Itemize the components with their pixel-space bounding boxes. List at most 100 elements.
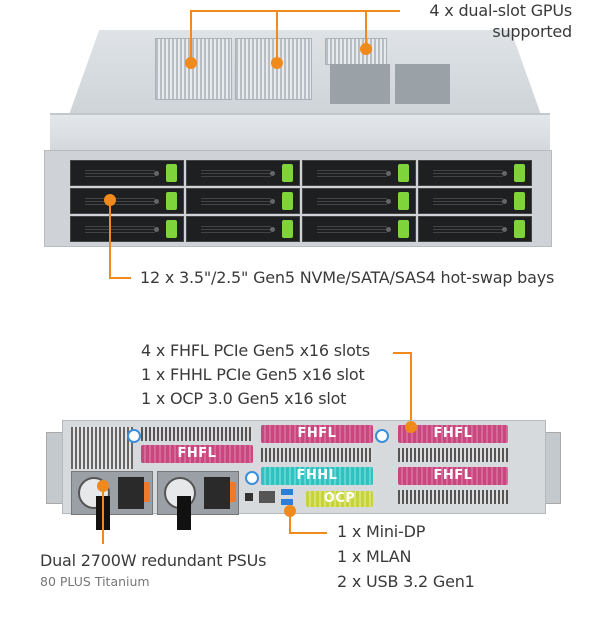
gpu-callout-leader-3 [365,10,367,48]
psu-1 [71,471,153,515]
power-socket [118,477,144,509]
drive-bay[interactable] [70,188,184,214]
io-callout-leader [289,510,291,534]
drive-latch[interactable] [282,220,293,238]
io-callout-line-1: 1 x Mini-DP [337,522,426,541]
gpu-callout-leader-2 [276,10,278,62]
drive-latch[interactable] [398,192,409,210]
io-callout-line-2: 1 x MLAN [337,547,412,566]
drive-vent [317,196,387,207]
gpu-callout-dot-2 [271,57,283,69]
drive-vent [85,168,155,179]
gpu-callout-text-2: supported [492,22,572,41]
io-callout-dot [284,505,296,517]
drive-bay[interactable] [302,160,416,186]
blank-slot-cover [261,448,373,462]
drive-screw-icon [270,171,275,176]
blank-slot-cover [398,448,508,462]
drive-bay[interactable] [186,188,300,214]
slots-callout-line-1: 4 x FHFL PCIe Gen5 x16 slots [141,341,370,360]
slot-fhfl-right-bottom: FHFL [398,467,508,485]
server-rear-chassis: FHFL FHFL FHHL FHFL FHFL OCP [62,420,546,515]
mlan-port [259,491,275,503]
drive-latch[interactable] [166,220,177,238]
drive-latch[interactable] [166,164,177,182]
io-callout-line [289,532,327,534]
drive-screw-icon [386,227,391,232]
thumbscrew-icon [127,429,141,443]
drive-callout-line [109,277,131,279]
gpu-callout-line [190,10,400,12]
psu-release-latch [230,482,236,502]
drive-latch[interactable] [166,192,177,210]
gpu-callout-text-1: 4 x dual-slot GPUs [429,1,572,20]
drive-screw-icon [154,199,159,204]
io-callout-line-3: 2 x USB 3.2 Gen1 [337,572,475,591]
drive-vent [201,168,271,179]
slots-callout-leader [410,352,412,426]
slot-fhfl-right-top: FHFL [398,425,508,443]
drive-vent [433,224,503,235]
rear-vent-grille [71,427,133,469]
drive-screw-icon [386,199,391,204]
drive-vent [433,196,503,207]
drive-latch[interactable] [514,164,525,182]
gpu-callout-dot-3 [360,43,372,55]
drive-screw-icon [502,171,507,176]
drive-latch[interactable] [514,192,525,210]
drive-bay[interactable] [186,160,300,186]
slot-fhfl-center: FHFL [261,425,373,443]
drive-bay[interactable] [70,216,184,242]
blank-slot-cover [141,427,253,441]
psu-2 [157,471,239,515]
slots-callout-line-3: 1 x OCP 3.0 Gen5 x16 slot [141,389,347,408]
slot-fhhl-center: FHHL [261,467,373,485]
drive-callout-text: 12 x 3.5"/2.5" Gen5 NVMe/SATA/SAS4 hot-s… [140,268,555,287]
thumbscrew-icon [245,471,259,485]
drive-vent [317,224,387,235]
drive-bay[interactable] [70,160,184,186]
drive-vent [85,196,155,207]
drive-screw-icon [502,227,507,232]
slot-fhfl-left: FHFL [141,445,253,463]
drive-bay[interactable] [418,216,532,242]
drive-bay[interactable] [302,188,416,214]
drive-vent [85,224,155,235]
slots-callout-dot [405,421,417,433]
chassis-lid [50,113,550,153]
drive-latch[interactable] [398,164,409,182]
drive-bay[interactable] [418,188,532,214]
slots-callout-line-2: 1 x FHHL PCIe Gen5 x16 slot [141,365,365,384]
drive-bay[interactable] [418,160,532,186]
usb-port-2 [281,499,293,505]
gpu-riser-right [325,38,387,65]
drive-latch[interactable] [282,192,293,210]
slot-ocp: OCP [306,491,373,507]
mini-dp-port [245,493,253,501]
fan-module-2 [395,64,450,104]
drive-bay[interactable] [186,216,300,242]
power-socket [204,477,230,509]
drive-latch[interactable] [398,220,409,238]
drive-screw-icon [386,171,391,176]
drive-screw-icon [154,227,159,232]
thumbscrew-icon [375,429,389,443]
drive-vent [201,196,271,207]
usb-port-1 [281,489,293,495]
drive-bay[interactable] [302,216,416,242]
drive-vent [317,168,387,179]
drive-screw-icon [270,227,275,232]
slots-callout-line [393,352,412,354]
drive-latch[interactable] [282,164,293,182]
gpu-callout-leader-1 [190,10,192,62]
gpu-riser-left [155,38,232,100]
gpu-riser-center [235,38,312,100]
psu-callout-leader [102,486,104,544]
psu-power-cable-2 [177,496,191,530]
drive-callout-leader [109,200,111,278]
drive-latch[interactable] [514,220,525,238]
drive-vent [201,224,271,235]
psu-callout-subtitle: 80 PLUS Titanium [40,574,150,589]
blank-slot-cover [398,490,508,504]
fan-module [330,64,390,104]
